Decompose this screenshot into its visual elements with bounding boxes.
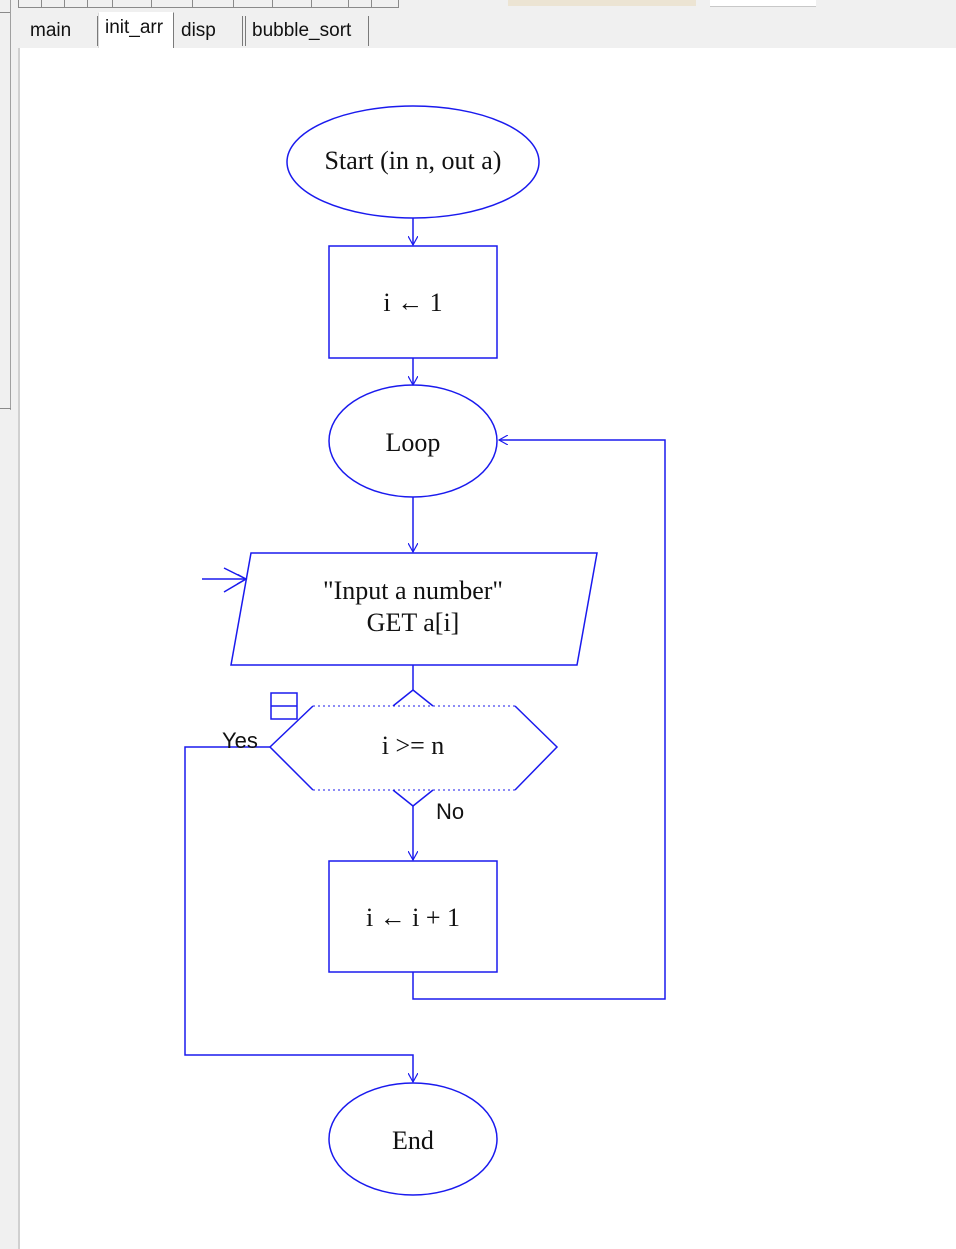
toolbar-button[interactable] — [152, 0, 193, 8]
toolbar-button[interactable] — [65, 0, 88, 8]
flowchart-diagram: Start (in n, out a) i ← 1 Loop "Input a … — [184, 105, 666, 1196]
flowchart-canvas[interactable]: Start (in n, out a) i ← 1 Loop "Input a … — [20, 48, 956, 1249]
decision-hexagon[interactable] — [268, 689, 559, 807]
tab-disp[interactable]: disp — [175, 16, 243, 46]
yes-label: Yes — [222, 728, 258, 753]
left-panel-edge — [0, 0, 18, 1249]
io-prompt-label: "Input a number" — [323, 576, 503, 605]
canvas-border — [18, 48, 20, 1249]
toolbar-button[interactable] — [349, 0, 372, 8]
toolbar-button[interactable] — [193, 0, 234, 8]
condition-label: i >= n — [382, 731, 445, 760]
toolbar-button[interactable] — [88, 0, 113, 8]
init-label: i ← 1 — [383, 288, 442, 317]
toolbar-button[interactable] — [234, 0, 273, 8]
yes-branch-connector — [184, 746, 413, 1082]
top-toolbar — [0, 0, 956, 10]
increment-label: i ← i + 1 — [366, 903, 460, 932]
end-terminal[interactable] — [328, 1082, 498, 1196]
io-get-label: GET a[i] — [367, 608, 460, 637]
collapse-toggle[interactable] — [270, 692, 298, 720]
start-label: Start (in n, out a) — [325, 146, 502, 175]
loop-back-connector — [412, 440, 666, 1000]
tab-bar: main init_arr disp bubble_sort — [20, 12, 956, 49]
toolbar-button[interactable] — [113, 0, 152, 8]
no-label: No — [436, 799, 464, 824]
tab-label: init_arr — [105, 17, 164, 38]
tab-label: disp — [181, 20, 216, 41]
end-label: End — [392, 1126, 434, 1155]
toolbar-button[interactable] — [19, 0, 42, 8]
toolbar-button[interactable] — [273, 0, 312, 8]
tab-label: main — [30, 20, 72, 41]
tab-init-arr[interactable]: init_arr — [98, 12, 174, 48]
toolbar-field[interactable] — [710, 0, 816, 7]
input-parallelogram[interactable] — [230, 552, 598, 666]
tab-label: bubble_sort — [252, 20, 352, 41]
tab-bubble-sort[interactable]: bubble_sort — [245, 16, 369, 46]
toolbar-button[interactable] — [42, 0, 65, 8]
toolbar-combo[interactable] — [508, 0, 696, 6]
entry-arrow-head — [223, 567, 248, 593]
toolbar-button[interactable] — [312, 0, 349, 8]
toolbar-button[interactable] — [372, 0, 399, 8]
tab-main[interactable]: main — [24, 16, 98, 46]
loop-label: Loop — [386, 428, 441, 457]
